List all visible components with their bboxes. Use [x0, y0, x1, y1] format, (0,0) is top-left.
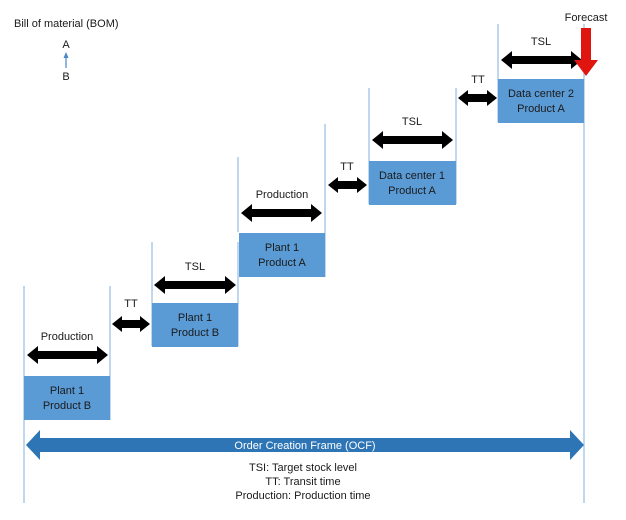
segment-production-1: Production — [27, 331, 108, 364]
bom-arrowhead-icon — [63, 52, 69, 58]
stage-box-1-line1: Plant 1 — [50, 385, 84, 397]
stage-box-plant1-product-a: Plant 1 Product A — [239, 233, 325, 277]
segment-label-production-1: Production — [41, 331, 94, 343]
forecast-marker: Forecast — [565, 12, 608, 76]
segment-tt-1: TT — [112, 298, 150, 332]
segment-label-tt-3: TT — [471, 74, 485, 86]
stage-box-data-center2-product-a: Data center 2 Product A — [498, 79, 584, 123]
segment-tt-3: TT — [458, 74, 497, 106]
segment-production-2: Production — [241, 189, 322, 222]
segment-tt-2: TT — [328, 161, 367, 193]
stage-boxes: Plant 1 Product B Plant 1 Product B Plan… — [24, 79, 584, 420]
double-arrow-icon — [328, 177, 367, 193]
stage-box-3-line1: Plant 1 — [265, 242, 299, 254]
segment-tsl-3: TSL — [501, 36, 582, 69]
forecast-arrow-icon — [574, 28, 598, 76]
legend-tt: TT: Transit time — [265, 476, 340, 488]
stage-box-5-line2: Product A — [517, 103, 565, 115]
segment-tsl-2: TSL — [372, 116, 453, 149]
stage-box-1-line2: Product B — [43, 400, 91, 412]
stage-box-plant1-product-b-production: Plant 1 Product B — [24, 376, 110, 420]
stage-box-4-line2: Product A — [388, 185, 436, 197]
bom-parent-label: A — [62, 39, 70, 51]
segment-label-tsl-3: TSL — [531, 36, 551, 48]
stage-box-2-line2: Product B — [171, 327, 219, 339]
abbreviation-legend: TSI: Target stock level TT: Transit time… — [235, 462, 370, 502]
ocf-arrow: Order Creation Frame (OCF) — [26, 430, 584, 460]
stage-box-4-line1: Data center 1 — [379, 170, 445, 182]
double-arrow-icon — [372, 131, 453, 149]
bom-legend: Bill of material (BOM) A B — [14, 18, 119, 83]
legend-production: Production: Production time — [235, 490, 370, 502]
segment-tsl-1: TSL — [154, 261, 236, 294]
double-arrow-icon — [27, 346, 108, 364]
stage-box-2 — [152, 303, 238, 347]
double-arrow-icon — [112, 316, 150, 332]
segment-label-tt-2: TT — [340, 161, 354, 173]
ocf-double-arrow-icon — [26, 430, 584, 460]
stage-box-5-line1: Data center 2 — [508, 88, 574, 100]
stage-box-data-center1-product-a: Data center 1 Product A — [369, 161, 456, 205]
segment-label-tsl-1: TSL — [185, 261, 205, 273]
segment-label-tt-1: TT — [124, 298, 138, 310]
stage-box-4 — [369, 161, 456, 205]
stage-box-3 — [239, 233, 325, 277]
stage-box-5 — [498, 79, 584, 123]
ocf-label: Order Creation Frame (OCF) — [234, 440, 375, 452]
stage-box-3-line2: Product A — [258, 257, 306, 269]
bom-title: Bill of material (BOM) — [14, 18, 119, 30]
stage-box-plant1-product-b-stock: Plant 1 Product B — [152, 303, 238, 347]
double-arrow-icon — [241, 204, 322, 222]
double-arrow-icon — [154, 276, 236, 294]
bom-child-label: B — [62, 71, 69, 83]
segment-arrows: Production TT TSL Production TT TSL TT — [27, 36, 582, 364]
stage-box-2-line1: Plant 1 — [178, 312, 212, 324]
double-arrow-icon — [458, 90, 497, 106]
segment-label-tsl-2: TSL — [402, 116, 422, 128]
forecast-label: Forecast — [565, 12, 608, 24]
stage-box-1 — [24, 376, 110, 420]
double-arrow-icon — [501, 51, 582, 69]
legend-tsl: TSI: Target stock level — [249, 462, 357, 474]
segment-label-production-2: Production — [256, 189, 309, 201]
